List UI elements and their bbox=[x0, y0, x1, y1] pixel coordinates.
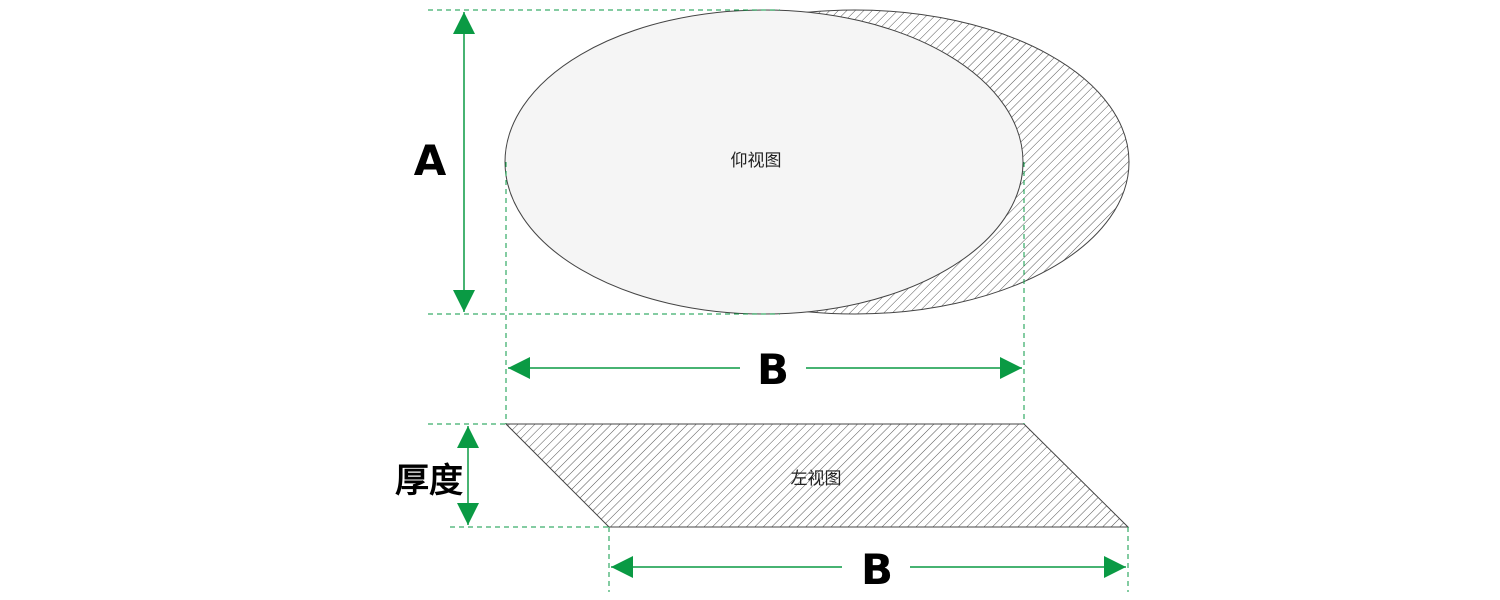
bottom-view-label: 仰视图 bbox=[731, 151, 782, 171]
extension-lines bbox=[428, 9, 1129, 592]
dimension-b-bottom-label: B bbox=[861, 545, 893, 594]
dimension-a-label: A bbox=[414, 136, 447, 185]
dimension-b-top-label: B bbox=[757, 345, 789, 394]
left-view-label: 左视图 bbox=[791, 469, 842, 489]
dimension-thickness-label: 厚度 bbox=[395, 461, 463, 501]
